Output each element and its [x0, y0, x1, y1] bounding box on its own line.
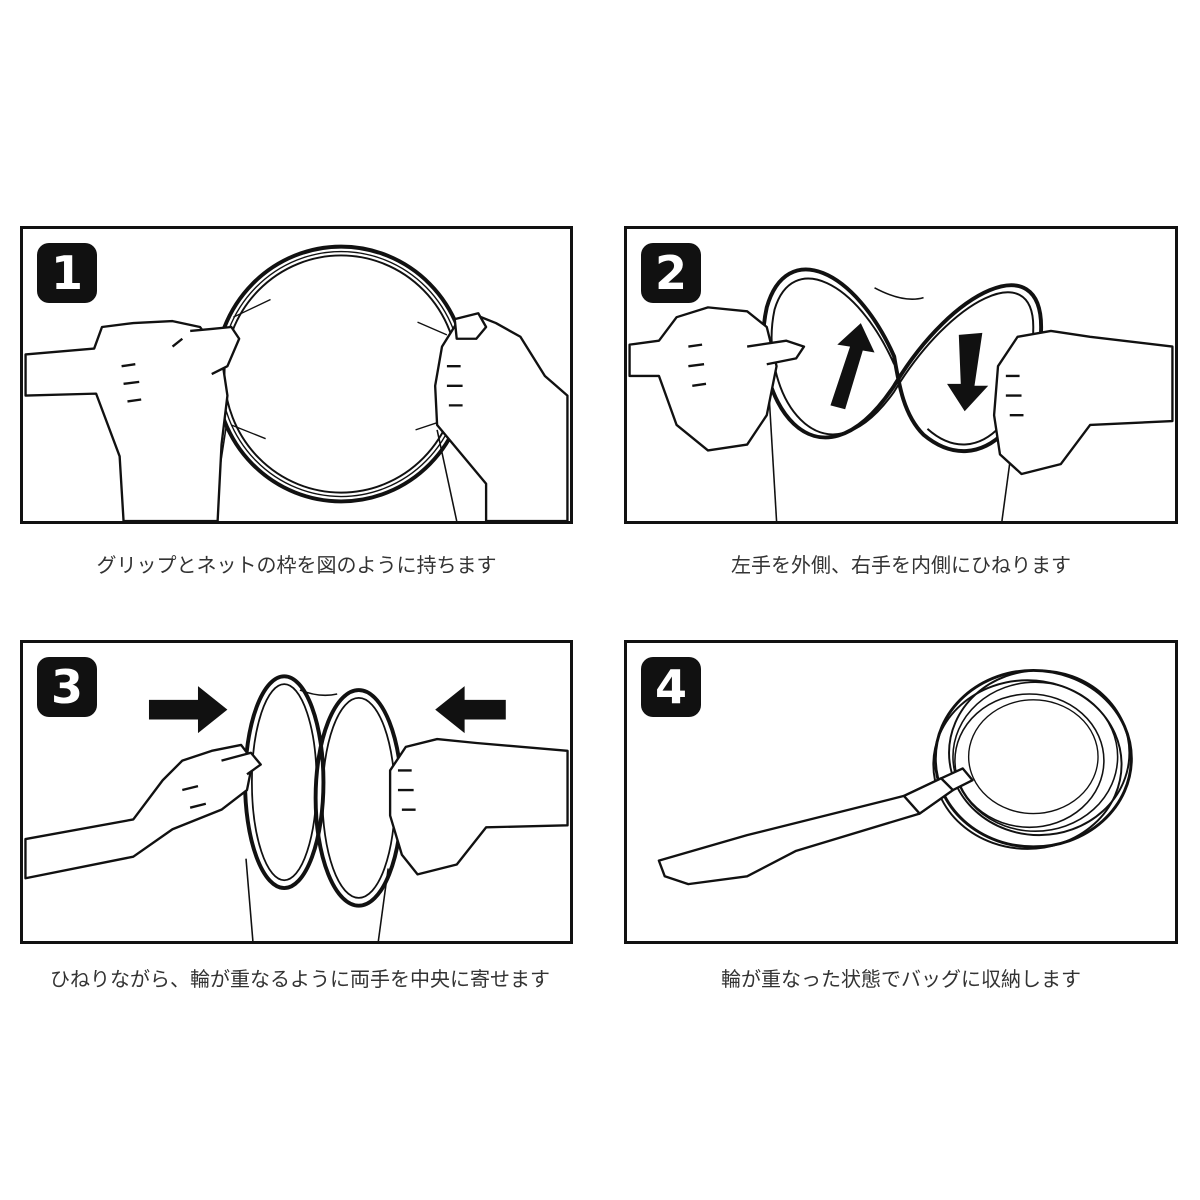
right-hand-icon	[388, 737, 569, 876]
step-1-illustration	[24, 244, 569, 521]
step-2-illustration	[628, 267, 1174, 521]
step-1-panel: 1	[20, 226, 573, 524]
ring-icon	[243, 674, 404, 908]
right-hand-icon	[992, 329, 1174, 476]
step-number-badge: 3	[37, 657, 97, 717]
left-hand-icon	[24, 319, 241, 521]
left-hand-icon	[628, 306, 806, 452]
net-icon	[765, 287, 1023, 521]
ring-icon	[932, 668, 1133, 850]
step-number-badge: 1	[37, 243, 97, 303]
step-3-caption: ひねりながら、輪が重なるように両手を中央に寄せます	[50, 967, 550, 991]
ring-icon	[213, 244, 469, 504]
step-3-panel: 3	[20, 640, 573, 944]
step-3-illustration	[24, 674, 569, 941]
left-hand-icon	[24, 743, 262, 880]
grip-handle-icon	[657, 767, 974, 886]
right-hand-icon	[433, 312, 569, 521]
step-2-caption: 左手を外側、右手を内側にひねります	[731, 553, 1071, 577]
step-4-illustration	[657, 668, 1133, 886]
step-4-caption: 輪が重なった状態でバッグに収納します	[721, 967, 1081, 991]
step-1-caption: グリップとネットの枠を図のように持ちます	[96, 553, 497, 577]
step-4-panel: 4	[624, 640, 1178, 944]
step-number-badge: 4	[641, 657, 701, 717]
push-arrow-icon	[148, 686, 506, 734]
step-2-panel: 2	[624, 226, 1178, 524]
twist-arrow-icon	[830, 323, 989, 412]
step-number-badge: 2	[641, 243, 701, 303]
